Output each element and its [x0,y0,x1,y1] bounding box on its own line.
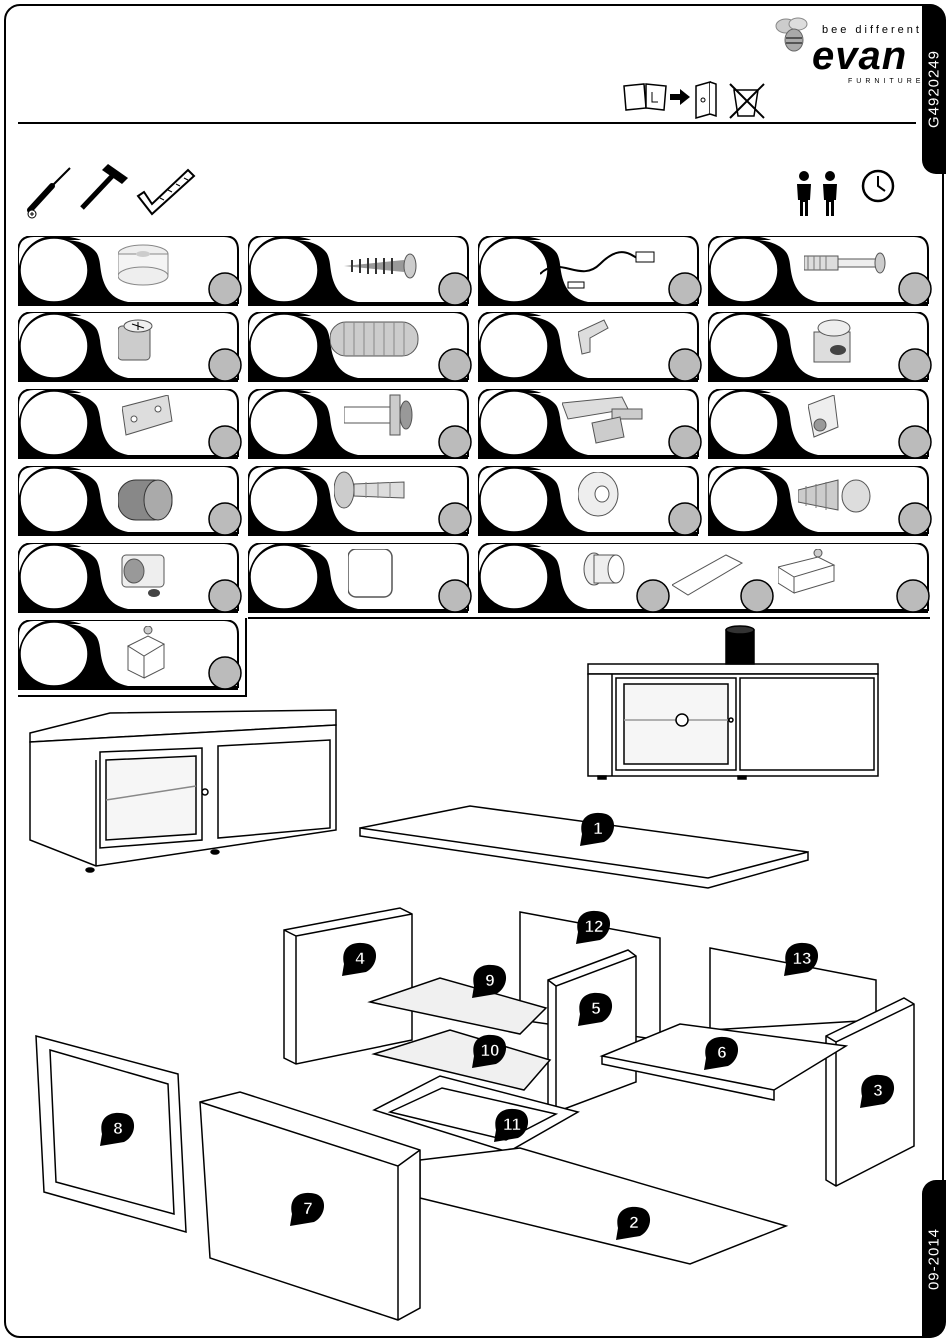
assembled-cabinet-perspective [30,710,336,872]
panel-number: 13 [793,949,812,968]
panel-number: 4 [355,949,365,968]
panel-bottom [420,1148,786,1264]
panel-number: 12 [585,917,604,936]
panel-side-left [284,908,412,1064]
assembled-cabinet-front [588,626,878,779]
panel-number: 5 [591,999,600,1018]
panel-number: 10 [481,1041,500,1060]
panel-number: 6 [717,1043,726,1062]
panel-number: 7 [303,1199,312,1218]
panel-number: 3 [873,1081,882,1100]
panel-number: 1 [593,819,602,838]
panel-number: 11 [503,1115,521,1134]
panel-number: 2 [629,1213,638,1232]
panel-number: 8 [113,1119,122,1138]
panel-top [360,806,808,888]
panel-divider [548,950,636,1112]
panel-number-badge: 9 [472,965,506,998]
panel-number: 9 [485,971,494,990]
